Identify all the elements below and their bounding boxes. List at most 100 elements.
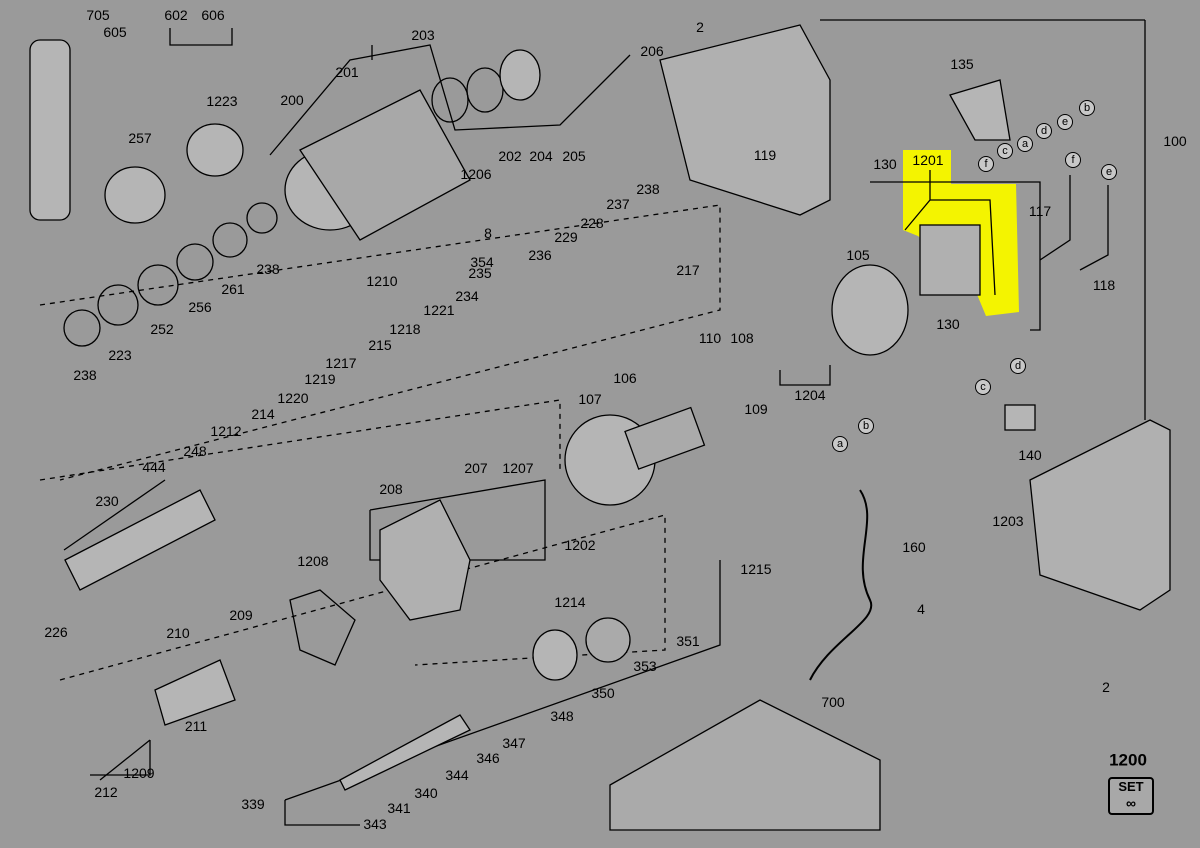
part-label: 1217 bbox=[325, 355, 357, 371]
part-label: 1219 bbox=[304, 371, 336, 387]
part-label: 119 bbox=[753, 147, 777, 163]
part-label: 1204 bbox=[794, 387, 826, 403]
part-label: 343 bbox=[363, 816, 387, 832]
part-label: 1210 bbox=[366, 273, 398, 289]
part-label: 248 bbox=[183, 443, 207, 459]
part-label: 223 bbox=[108, 347, 132, 363]
part-label: 1221 bbox=[423, 302, 455, 318]
part-label: 211 bbox=[184, 718, 208, 734]
part-label: 238 bbox=[73, 367, 97, 383]
part-label: 205 bbox=[562, 148, 586, 164]
part-label: 4 bbox=[917, 601, 925, 617]
part-label: 1207 bbox=[502, 460, 534, 476]
part-label: 1223 bbox=[206, 93, 238, 109]
part-label: 444 bbox=[142, 459, 166, 475]
part-label: 160 bbox=[902, 539, 926, 555]
part-label: 217 bbox=[676, 262, 700, 278]
part-label: 109 bbox=[744, 401, 768, 417]
part-label: 346 bbox=[476, 750, 500, 766]
part-label: 210 bbox=[166, 625, 190, 641]
part-label: 200 bbox=[280, 92, 304, 108]
wire-tag: c bbox=[997, 143, 1013, 159]
part-label: 340 bbox=[414, 785, 438, 801]
part-label: 203 bbox=[411, 27, 435, 43]
part-label: 209 bbox=[229, 607, 253, 623]
part-label: 344 bbox=[445, 767, 469, 783]
part-label: 252 bbox=[150, 321, 174, 337]
part-label: 100 bbox=[1163, 133, 1187, 149]
part-label: 204 bbox=[529, 148, 553, 164]
part-label: 606 bbox=[201, 7, 225, 23]
part-label: 353 bbox=[633, 658, 657, 674]
wire-tag: b bbox=[858, 418, 874, 434]
part-label: 1206 bbox=[460, 166, 492, 182]
part-label: 605 bbox=[103, 24, 127, 40]
wire-tag: f bbox=[978, 156, 994, 172]
wire-tag: f bbox=[1065, 152, 1081, 168]
part-label: 201 bbox=[335, 64, 359, 80]
part-label: 1220 bbox=[277, 390, 309, 406]
part-label: 236 bbox=[528, 247, 552, 263]
part-label: 2 bbox=[1102, 679, 1110, 695]
part-label: 228 bbox=[580, 215, 604, 231]
part-label: 350 bbox=[591, 685, 615, 701]
part-label: 347 bbox=[502, 735, 526, 751]
wire-tag: d bbox=[1036, 123, 1052, 139]
part-label: 1203 bbox=[992, 513, 1024, 529]
part-label: 230 bbox=[95, 493, 119, 509]
part-label: 339 bbox=[241, 796, 265, 812]
part-label: 202 bbox=[498, 148, 522, 164]
part-label: 208 bbox=[379, 481, 403, 497]
part-label: 215 bbox=[368, 337, 392, 353]
wire-tag: c bbox=[975, 379, 991, 395]
part-label: 140 bbox=[1018, 447, 1042, 463]
wire-tag: a bbox=[1017, 136, 1033, 152]
part-label: 130 bbox=[873, 156, 897, 172]
part-label: 351 bbox=[676, 633, 700, 649]
part-label: 238 bbox=[636, 181, 660, 197]
part-label: 348 bbox=[550, 708, 574, 724]
part-label: 1214 bbox=[554, 594, 586, 610]
part-label: 229 bbox=[554, 229, 578, 245]
part-label: 238 bbox=[256, 261, 280, 277]
part-label: 1212 bbox=[210, 423, 242, 439]
group-frame-upper bbox=[39, 204, 721, 481]
part-label: 207 bbox=[464, 460, 488, 476]
part-label: 8 bbox=[484, 225, 492, 241]
part-label: 354 bbox=[470, 254, 494, 270]
group-frame-lower bbox=[59, 514, 666, 681]
part-label: 106 bbox=[613, 370, 637, 386]
part-label: 206 bbox=[640, 43, 664, 59]
part-label: 700 bbox=[821, 694, 845, 710]
wire-tag: d bbox=[1010, 358, 1026, 374]
part-label: 2 bbox=[696, 19, 704, 35]
part-label: 1215 bbox=[740, 561, 772, 577]
group-frame-middle bbox=[39, 399, 561, 481]
wire-tag: e bbox=[1101, 164, 1117, 180]
part-label: 235 bbox=[468, 265, 492, 281]
wire-tag: b bbox=[1079, 100, 1095, 116]
part-label: 107 bbox=[578, 391, 602, 407]
part-label: 1202 bbox=[564, 537, 596, 553]
part-label: 110 bbox=[698, 330, 722, 346]
part-label: 237 bbox=[606, 196, 630, 212]
part-label: 117 bbox=[1028, 203, 1052, 219]
part-label: 105 bbox=[846, 247, 870, 263]
part-label: 256 bbox=[188, 299, 212, 315]
part-label: 226 bbox=[44, 624, 68, 640]
part-label: 257 bbox=[128, 130, 152, 146]
part-label: 108 bbox=[730, 330, 754, 346]
part-label: 214 bbox=[251, 406, 275, 422]
part-label: 261 bbox=[221, 281, 245, 297]
set-icon: SET ∞ bbox=[1108, 777, 1154, 815]
part-label: 212 bbox=[94, 784, 118, 800]
part-label: 130 bbox=[936, 316, 960, 332]
part-label: 1218 bbox=[389, 321, 421, 337]
part-label: 602 bbox=[164, 7, 188, 23]
part-label: 341 bbox=[387, 800, 411, 816]
wire-tag: a bbox=[832, 436, 848, 452]
part-label: 135 bbox=[950, 56, 974, 72]
wire-tag: e bbox=[1057, 114, 1073, 130]
part-label-set: 1200 bbox=[1109, 750, 1147, 770]
